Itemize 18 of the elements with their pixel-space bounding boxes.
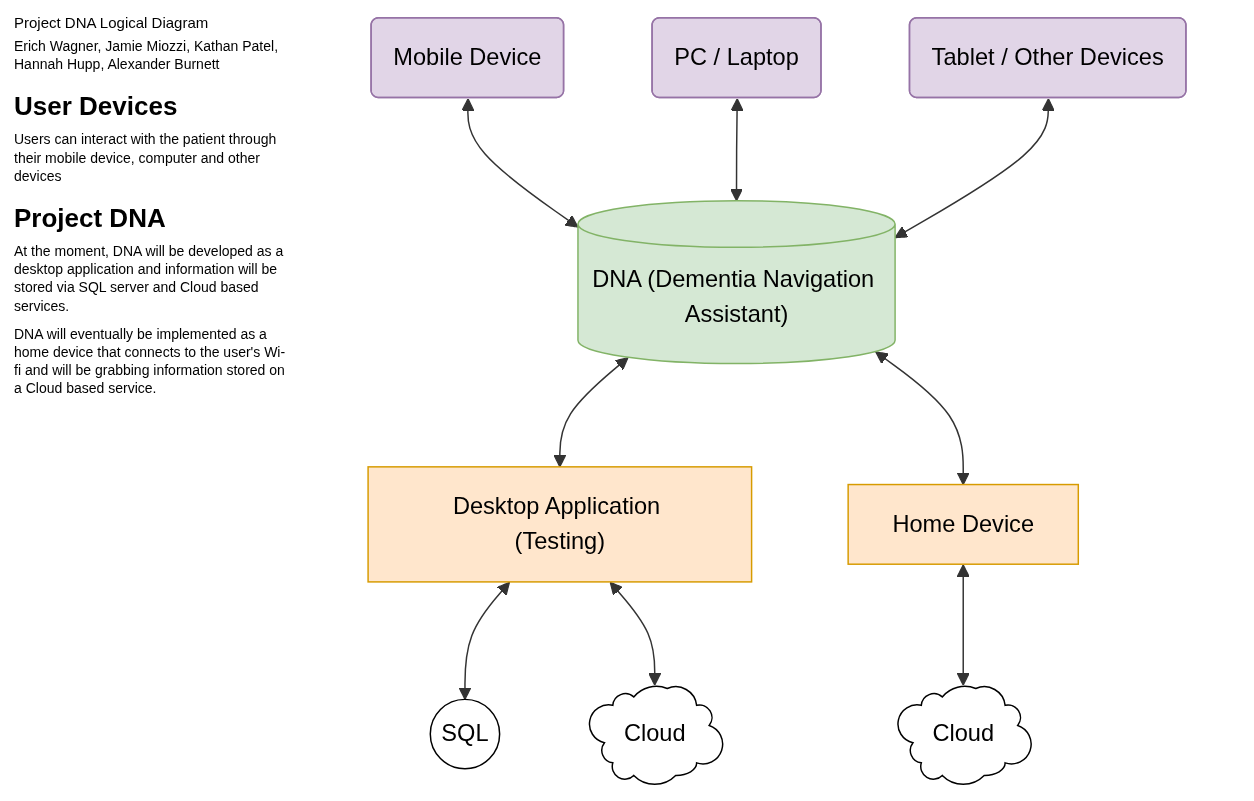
note-text: DNA will eventually be implemented as a home device that connects to the user's Wi-fi and will be grabbing information stored on a Cloud based service.: [14, 324, 286, 398]
node-circle: SQL: [429, 698, 501, 769]
note-text: At the moment, DNA will be developed as a desktop application and information will be stored via SQL server and Cloud based services.: [14, 241, 285, 315]
note-text: Users can interact with the patient through their mobile device, computer and other devices: [14, 130, 278, 185]
section-heading: User Devices: [14, 91, 179, 123]
section-heading: Project DNA: [14, 202, 167, 234]
arrow: [875, 350, 970, 485]
note-text: Erich Wagner, Jamie Miozzi, Kathan Patel, Hannah Hupp, Alexander Burnett: [14, 37, 280, 74]
diagram-title: Project DNA Logical Diagram: [14, 14, 210, 31]
node-box: Desktop Application (Testing): [367, 465, 753, 583]
arrow: [458, 581, 511, 700]
arrow: [461, 97, 579, 228]
arrow: [956, 563, 970, 686]
node-box: Home Device: [847, 483, 1080, 565]
arrow: [553, 356, 629, 467]
arrow: [894, 97, 1055, 238]
arrow: [730, 97, 744, 201]
arrow: [609, 581, 662, 686]
